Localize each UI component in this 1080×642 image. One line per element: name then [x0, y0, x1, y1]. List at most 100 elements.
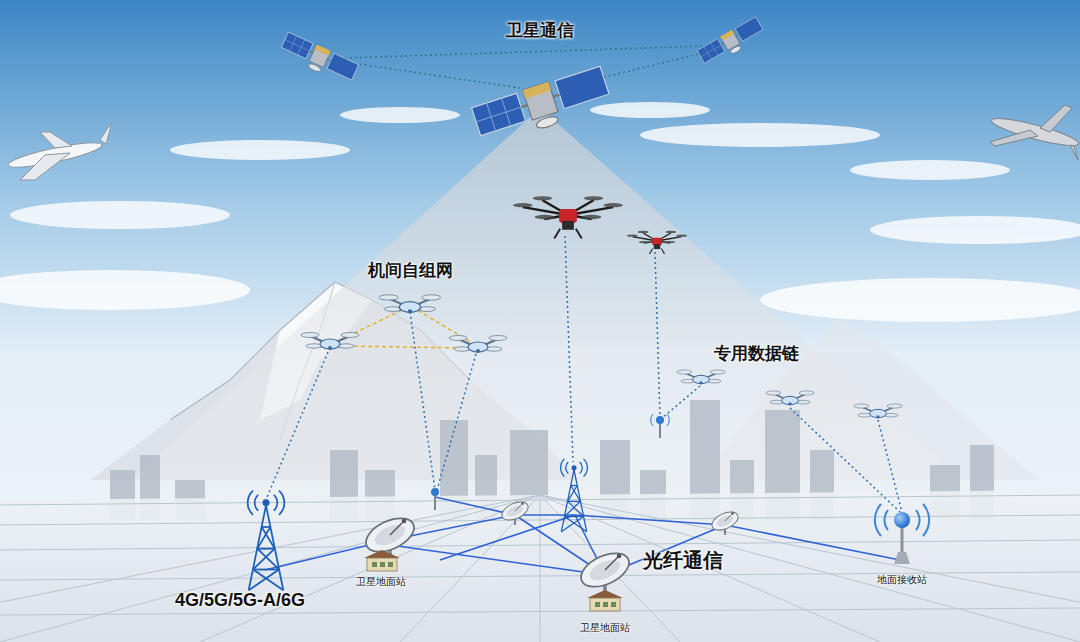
drones-part — [513, 196, 623, 238]
satellites-part — [278, 31, 359, 86]
scene-label: 4G/5G/5G-A/6G — [175, 590, 305, 611]
clouds-part — [10, 201, 230, 229]
ground-dishes — [361, 498, 741, 611]
ground-receiving-station-part — [894, 512, 910, 528]
mesh-links — [336, 307, 474, 348]
ground-receiving-station-part — [923, 504, 929, 536]
towers-part — [561, 459, 588, 532]
airplane-part — [100, 122, 112, 144]
ground-grid-part — [0, 495, 540, 642]
military-drone-part — [990, 114, 1080, 151]
label-slot: 地面接收站 — [877, 569, 927, 587]
small-antennas-part — [656, 416, 664, 424]
ground-grid-part — [0, 490, 1080, 642]
clouds-part — [170, 140, 350, 160]
ground-grid-part — [0, 495, 540, 642]
ground-receiving-station — [875, 504, 929, 564]
label-slot: 专用数据链 — [714, 342, 799, 365]
satellite-links — [345, 46, 715, 88]
data-links-part — [437, 354, 476, 490]
satellite-links-part — [345, 46, 705, 58]
military-drone-part — [990, 130, 1038, 146]
fiber-links-part — [440, 515, 575, 560]
data-links-part — [655, 252, 660, 418]
drones-part — [379, 295, 441, 314]
military-drone — [990, 105, 1080, 160]
clouds-part — [590, 102, 710, 118]
clouds-part — [850, 160, 1010, 180]
ground-dishes-part — [364, 550, 400, 571]
military-drone-part — [1040, 105, 1072, 132]
towers — [248, 459, 588, 590]
clouds-part — [0, 270, 250, 310]
airplane-part — [20, 153, 70, 180]
scene-label: 卫星地面站 — [356, 575, 406, 589]
ground-receiving-station-part — [884, 510, 888, 530]
ground-dishes-part — [499, 498, 531, 525]
drones — [301, 196, 902, 418]
drones-part — [627, 231, 687, 254]
scene-label: 卫星地面站 — [580, 621, 630, 635]
scene-label: 机间自组网 — [368, 259, 453, 282]
airplane — [7, 122, 112, 180]
ground-dishes-part — [709, 508, 741, 535]
satellite-links-part — [345, 62, 520, 88]
clouds-part — [870, 216, 1080, 244]
ground-receiving-station-part — [875, 504, 929, 536]
ground-receiving-station-part — [875, 504, 881, 536]
clouds-part — [760, 278, 1080, 322]
label-slot: 卫星地面站 — [580, 617, 630, 635]
clouds-part — [340, 107, 460, 123]
label-slot: 4G/5G/5G-A/6G — [175, 590, 305, 611]
ground-grid-part — [540, 495, 1080, 642]
satellites-part — [471, 65, 613, 147]
ground-grid-part — [540, 495, 541, 642]
data-links-part — [565, 236, 573, 462]
ground-dishes-part — [587, 590, 623, 611]
scene-label: 地面接收站 — [877, 573, 927, 587]
ground-dishes-part — [576, 546, 634, 595]
mesh-links-part — [340, 346, 468, 348]
military-drone-part — [1070, 145, 1078, 160]
data-links-part — [790, 408, 900, 512]
data-links-part — [662, 386, 700, 418]
data-links-part — [265, 352, 328, 502]
ground-grid-part — [400, 495, 540, 642]
ground-grid-part — [200, 495, 540, 642]
satellites — [278, 16, 766, 147]
small-antennas — [431, 414, 669, 510]
drones-part — [766, 391, 814, 406]
drones-part — [677, 370, 725, 385]
small-antennas-part — [431, 488, 439, 496]
ground-grid — [0, 490, 1080, 642]
fiber-links-part — [390, 545, 605, 575]
data-links — [265, 236, 902, 512]
data-links-part — [878, 420, 902, 512]
scene-label: 卫星通信 — [506, 19, 574, 42]
label-slot: 卫星通信 — [506, 19, 574, 42]
scene-label: 光纤通信 — [643, 547, 723, 574]
ground-dishes-part — [361, 511, 419, 560]
ground-receiving-station-part — [916, 510, 920, 530]
airplane-part — [40, 132, 72, 148]
ground-grid-part — [540, 495, 1080, 642]
fiber-links-part — [575, 515, 725, 525]
towers-part — [248, 491, 285, 591]
label-slot: 卫星地面站 — [356, 571, 406, 589]
scene-label: 专用数据链 — [714, 342, 799, 365]
data-links-part — [410, 312, 435, 490]
fiber-links-part — [725, 525, 900, 560]
ground-grid-part — [540, 495, 880, 642]
drones-part — [301, 333, 359, 351]
drones-part — [449, 336, 507, 354]
label-slot: 机间自组网 — [368, 259, 453, 282]
label-slot: 光纤通信 — [643, 547, 723, 574]
satellites-part — [697, 16, 766, 68]
small-antennas-part — [651, 414, 670, 426]
clouds-part — [640, 123, 880, 147]
ground-receiving-station-part — [894, 552, 910, 564]
ground-grid-part — [0, 495, 1080, 642]
drones-part — [854, 404, 902, 419]
